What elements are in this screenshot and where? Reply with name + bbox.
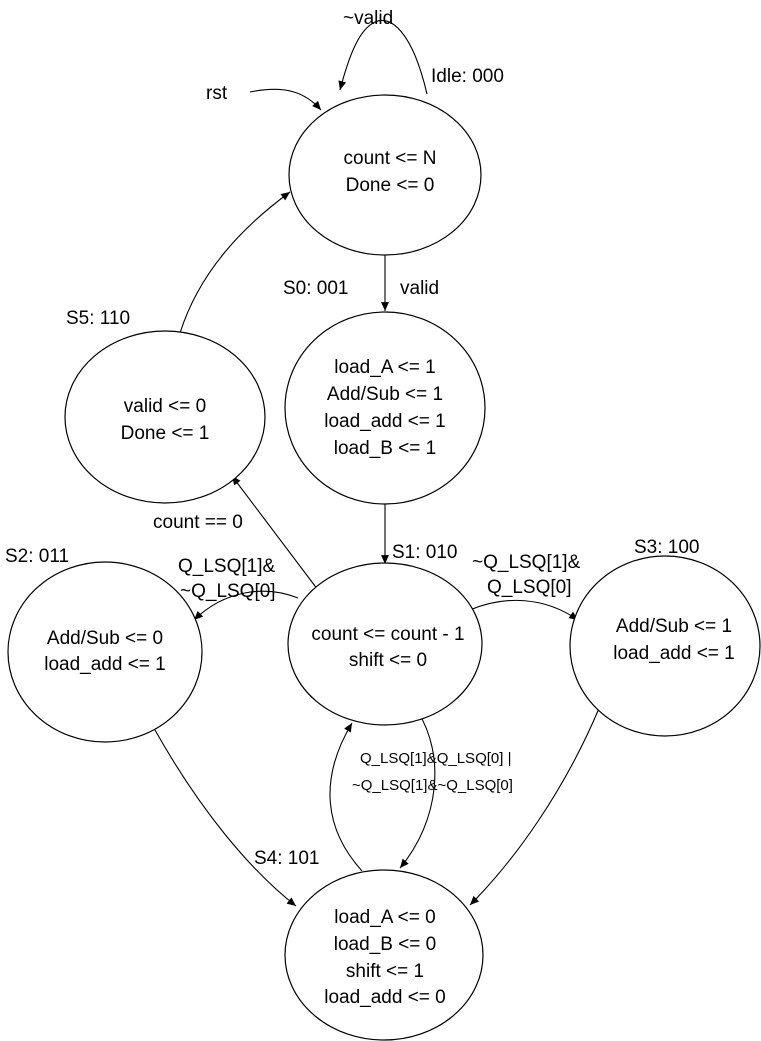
transition-label-s1-to-s3: ~Q_LSQ[1]& — [472, 552, 581, 573]
edge-s1-to-s3 — [469, 599, 579, 621]
state-s0: load_A <= 1 Add/Sub <= 1 load_add <= 1 l… — [284, 311, 486, 505]
transition-label-s1-to-s4: ~Q_LSQ[1]&~Q_LSQ[0] — [352, 777, 513, 794]
edge-s1-to-s2 — [193, 590, 299, 621]
state-s3-action: load_add <= 1 — [613, 643, 735, 664]
edge-s5-to-idle — [179, 191, 291, 334]
transition-label-s1-to-s2: Q_LSQ[1]& — [178, 556, 275, 577]
transition-label-s1-to-s4: Q_LSQ[1]&Q_LSQ[0] | — [360, 750, 511, 767]
state-s2-action: load_add <= 1 — [44, 654, 166, 675]
transition-label-s1-to-s3: Q_LSQ[0] — [487, 577, 572, 598]
state-s0-action: load_A <= 1 — [334, 357, 435, 378]
state-s1-name: S1: 010 — [392, 542, 458, 563]
state-s2-circle — [7, 561, 203, 743]
transition-label-s1-to-s5: count == 0 — [153, 512, 243, 533]
state-s3-action: Add/Sub <= 1 — [616, 616, 732, 637]
state-s0-action: load_add <= 1 — [324, 411, 446, 432]
state-s4-circle — [284, 869, 484, 1041]
transition-label-s1-to-s2: ~Q_LSQ[0] — [180, 581, 276, 602]
state-idle-circle — [288, 94, 482, 256]
state-s2-action: Add/Sub <= 0 — [47, 628, 163, 649]
transition-label-idle-to-s0: valid — [400, 278, 439, 299]
state-idle: count <= N Done <= 0 — [288, 94, 482, 256]
state-s5-circle — [64, 330, 266, 504]
state-s0-action: load_B <= 1 — [334, 438, 436, 459]
state-s0-circle — [284, 311, 486, 505]
state-s1: count <= count - 1 shift <= 0 — [287, 562, 483, 726]
state-s4-action: load_A <= 0 — [334, 907, 435, 928]
edge-reset — [249, 88, 322, 111]
edge-s1-to-s4 — [399, 711, 436, 869]
edges — [154, 19, 601, 907]
state-s4-action: shift <= 1 — [346, 961, 424, 982]
state-s3-name: S3: 100 — [634, 537, 700, 558]
edge-s1-to-s5 — [231, 475, 319, 591]
state-s3-circle — [569, 555, 761, 737]
state-s0-action: Add/Sub <= 1 — [327, 384, 443, 405]
state-s4-action: load_B <= 0 — [334, 934, 436, 955]
state-s4-action: load_add <= 0 — [324, 987, 446, 1008]
state-s0-name: S0: 001 — [283, 278, 349, 299]
state-s2: Add/Sub <= 0 load_add <= 1 — [7, 561, 203, 743]
transition-label-reset: rst — [206, 83, 228, 104]
state-s5-action: valid <= 0 — [124, 396, 206, 417]
state-idle-action: count <= N — [344, 148, 437, 169]
state-s5: valid <= 0 Done <= 1 — [64, 330, 266, 504]
state-s5-name: S5: 110 — [66, 308, 130, 329]
state-s1-action: count <= count - 1 — [311, 624, 464, 645]
state-s1-action: shift <= 0 — [349, 650, 427, 671]
edge-s3-to-s4 — [469, 705, 601, 906]
state-s4-name: S4: 101 — [254, 848, 320, 869]
state-s4: load_A <= 0 load_B <= 0 shift <= 1 load_… — [284, 869, 484, 1041]
edge-s2-to-s4 — [154, 729, 297, 907]
edge-idle-self-loop — [338, 19, 428, 95]
state-idle-action: Done <= 0 — [346, 175, 435, 196]
state-s5-action: Done <= 1 — [121, 423, 210, 444]
transition-label-idle-self: ~valid — [343, 8, 393, 29]
state-idle-name: Idle: 000 — [431, 66, 504, 87]
state-s3: Add/Sub <= 1 load_add <= 1 — [569, 555, 761, 737]
state-s1-circle — [287, 562, 483, 726]
edge-s4-to-s1 — [329, 722, 363, 872]
state-s2-name: S2: 011 — [5, 546, 69, 567]
